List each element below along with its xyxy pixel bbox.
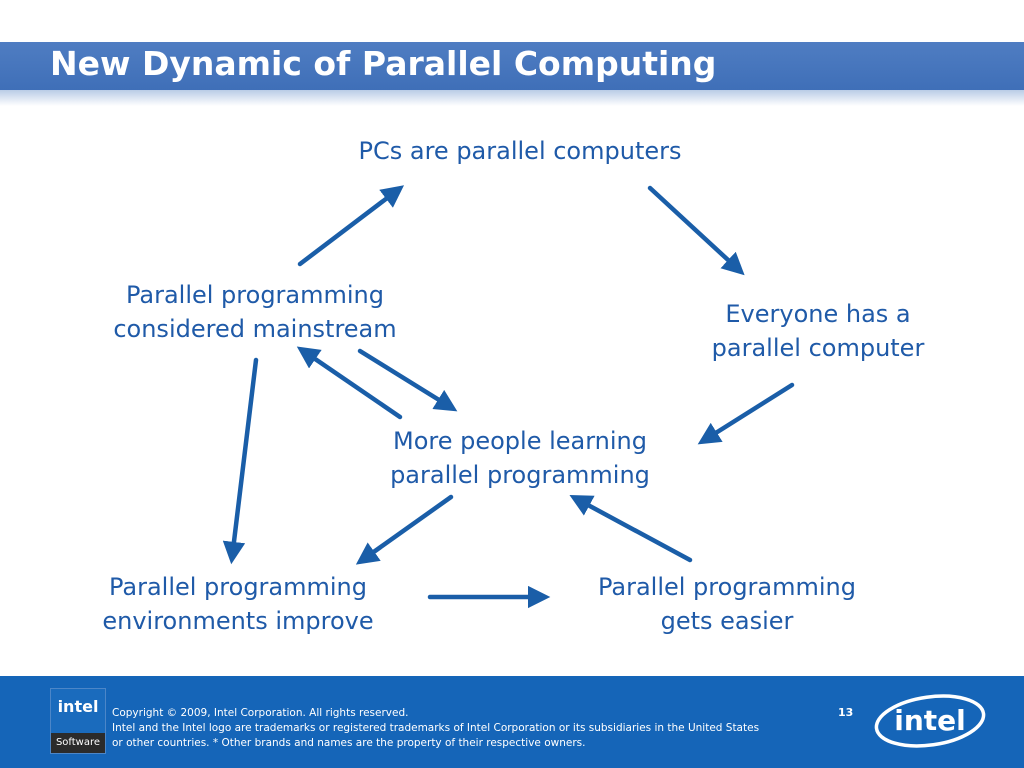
title-bar xyxy=(0,42,1024,90)
node-environments: Parallel programming environments improv… xyxy=(58,570,418,638)
intel-logo: intel xyxy=(874,694,986,748)
node-everyone-has: Everyone has a parallel computer xyxy=(668,297,968,365)
node-pcs-parallel: PCs are parallel computers xyxy=(270,134,770,168)
node-line: parallel computer xyxy=(711,334,925,362)
node-easier: Parallel programming gets easier xyxy=(547,570,907,638)
node-line: gets easier xyxy=(660,607,794,635)
trademark-line-1: Intel and the Intel logo are trademarks … xyxy=(112,722,760,734)
slide-title: New Dynamic of Parallel Computing xyxy=(50,44,717,83)
node-line: parallel programming xyxy=(390,461,650,489)
software-logo-label: Software xyxy=(51,733,105,753)
node-line: More people learning xyxy=(392,427,647,455)
arrow-center-to-bottom-left xyxy=(355,494,454,565)
software-logo-intel-text: intel xyxy=(57,697,99,716)
arrow-bottom-right-to-center xyxy=(569,495,693,563)
node-line: environments improve xyxy=(102,607,374,635)
intel-software-logo: intel Software xyxy=(50,688,106,754)
node-mainstream: Parallel programming considered mainstre… xyxy=(65,278,445,346)
arrow-left-to-top xyxy=(297,185,405,267)
arrow-top-to-right xyxy=(647,185,745,276)
arrow-left-to-center xyxy=(357,348,458,412)
arrow-center-to-left xyxy=(296,346,403,420)
software-logo-top xyxy=(51,689,105,733)
arrow-left-to-bottom-left xyxy=(222,357,259,565)
trademark-line-2: or other countries. * Other brands and n… xyxy=(112,737,586,749)
page-number: 13 xyxy=(838,706,854,719)
node-line: Everyone has a xyxy=(725,300,911,328)
node-line: Parallel programming xyxy=(108,573,367,601)
node-line: considered mainstream xyxy=(113,315,397,343)
node-line: PCs are parallel computers xyxy=(358,137,682,165)
copyright-line: Copyright © 2009, Intel Corporation. All… xyxy=(112,707,409,719)
arrow-right-to-center xyxy=(697,382,795,445)
title-bar-fade xyxy=(0,90,1024,106)
intel-logo-text: intel xyxy=(894,704,966,737)
node-more-people: More people learning parallel programmin… xyxy=(340,424,700,492)
intel-logo-swoosh xyxy=(874,694,986,748)
node-line: Parallel programming xyxy=(597,573,856,601)
footer-bar xyxy=(0,676,1024,768)
legal-text: Copyright © 2009, Intel Corporation. All… xyxy=(112,706,759,751)
node-line: Parallel programming xyxy=(125,281,384,309)
